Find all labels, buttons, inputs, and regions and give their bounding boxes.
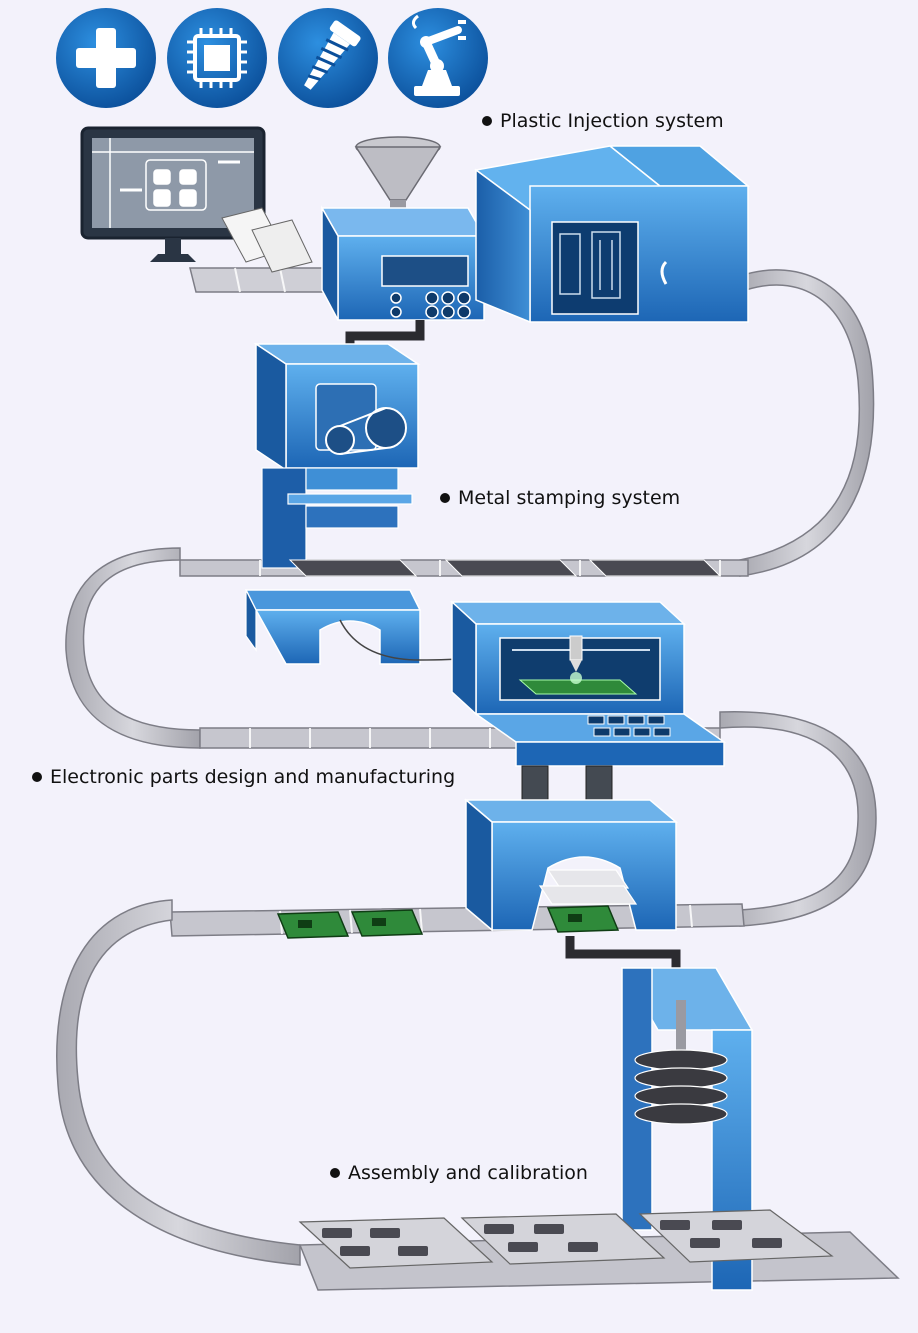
metal-stamping-text: Metal stamping system bbox=[458, 487, 681, 509]
robot-arm-icon bbox=[388, 8, 488, 108]
electronic-parts-label: Electronic parts design and manufacturin… bbox=[32, 766, 455, 788]
metal-stamping-machine bbox=[244, 342, 722, 665]
plus-icon bbox=[56, 8, 156, 108]
plastic-injection-label: Plastic Injection system bbox=[482, 110, 724, 132]
assembly-calibration-label: Assembly and calibration bbox=[330, 1162, 588, 1184]
metal-stamping-label: Metal stamping system bbox=[440, 487, 680, 509]
electronic-parts-text: Electronic parts design and manufacturin… bbox=[50, 766, 456, 788]
icon-row bbox=[56, 8, 488, 108]
assembly-machine bbox=[298, 967, 834, 1291]
bullet-dot bbox=[330, 1168, 340, 1178]
screw-icon bbox=[278, 8, 378, 108]
bullet-dot bbox=[32, 772, 42, 782]
bullet-dot bbox=[482, 116, 492, 126]
pcb-laser-machine bbox=[450, 600, 727, 813]
pcb-press-machine bbox=[463, 798, 679, 932]
chip-icon bbox=[167, 8, 267, 108]
plastic-injection-text: Plastic Injection system bbox=[500, 110, 724, 132]
cad-monitor bbox=[80, 126, 313, 273]
plastic-injection-machine bbox=[320, 136, 751, 324]
assembly-calibration-text: Assembly and calibration bbox=[348, 1162, 588, 1184]
pcb-boards bbox=[276, 905, 620, 939]
bullet-dot bbox=[440, 493, 450, 503]
